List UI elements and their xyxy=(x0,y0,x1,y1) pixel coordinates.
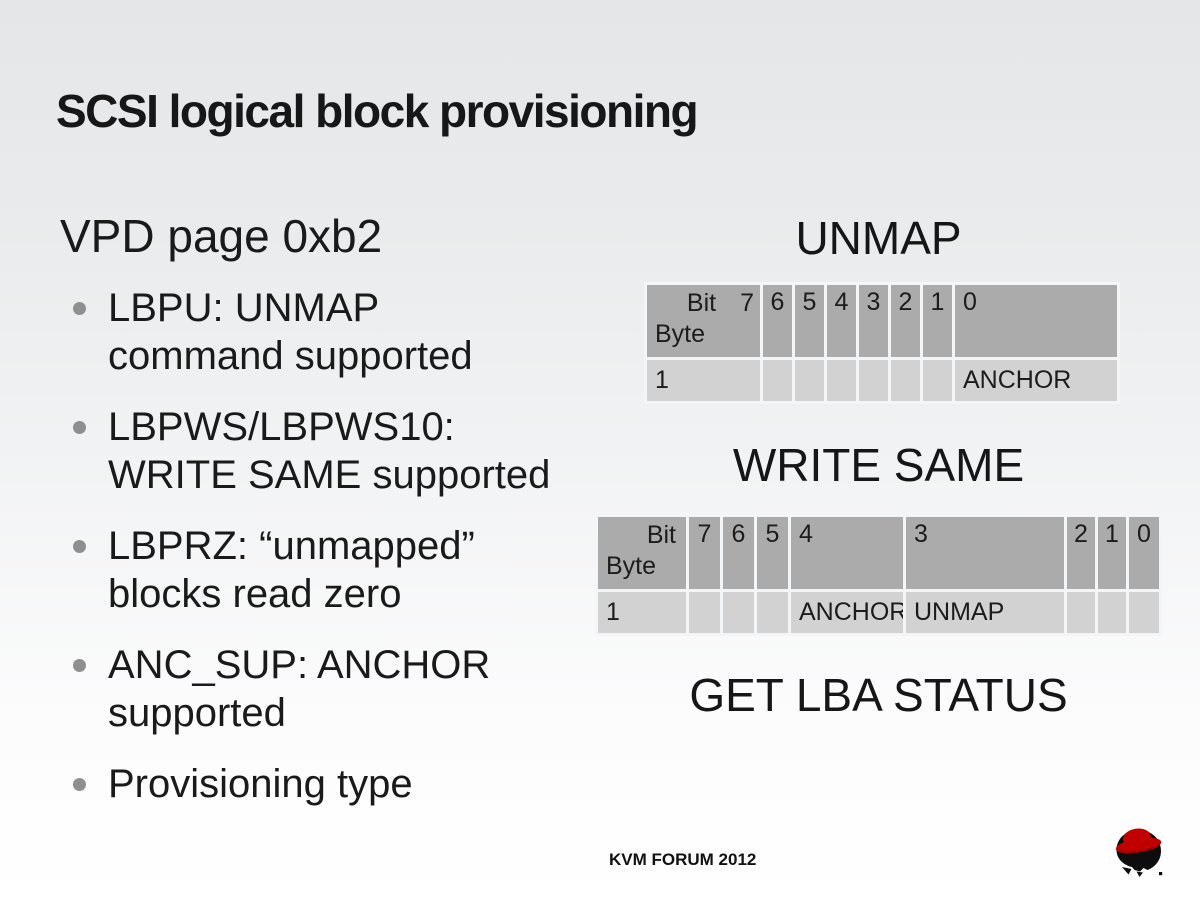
bit-header: 3 xyxy=(906,517,1064,589)
page-title: SCSI logical block provisioning xyxy=(56,85,699,137)
bit-header: 3 xyxy=(859,285,888,357)
bullet-line: LBPU: UNMAP xyxy=(108,286,380,330)
bullet-line: command supported xyxy=(108,334,473,378)
bit-cell xyxy=(689,592,720,633)
table-header-row: Bit Byte 7 6 5 4 3 2 1 0 xyxy=(598,517,1159,589)
bit-cell xyxy=(757,592,788,633)
bit-cell xyxy=(1098,592,1126,633)
bit-header: 6 xyxy=(763,285,792,357)
list-item-lbpu: LBPU: UNMAP command supported xyxy=(60,284,620,380)
write-same-heading: WRITE SAME xyxy=(732,439,1025,491)
bit-header: 4 xyxy=(791,517,903,589)
bit-header: 2 xyxy=(1067,517,1095,589)
bit-header: 1 xyxy=(1098,517,1126,589)
bit-header: 0 xyxy=(1129,517,1159,589)
unmap-heading: UNMAP xyxy=(795,212,962,264)
bit7-label: 7 xyxy=(740,289,754,317)
table-row: 1 ANCHOR xyxy=(647,360,1117,401)
bit-cell xyxy=(763,360,792,401)
bullet-line: ANC_SUP: ANCHOR xyxy=(108,643,491,687)
bit-byte-corner-cell: Bit Byte xyxy=(598,517,686,589)
footer-conference-label: KVM FORUM 2012 xyxy=(609,850,757,869)
vpd-page-heading: VPD page 0xb2 xyxy=(60,210,383,262)
table-row: 1 ANCHOR UNMAP xyxy=(598,592,1159,633)
list-item-anc-sup: ANC_SUP: ANCHOR supported xyxy=(60,641,620,737)
unmap-field-cell: UNMAP xyxy=(906,592,1064,633)
bit-cell xyxy=(1067,592,1095,633)
anchor-field-cell: ANCHOR xyxy=(955,360,1117,401)
write-same-bit-table: Bit Byte 7 6 5 4 3 2 1 0 1 ANCHOR UNMAP xyxy=(595,514,1162,636)
bit-header: 2 xyxy=(891,285,920,357)
redhat-shadowman-logo-icon xyxy=(1115,828,1163,877)
bit-header: 6 xyxy=(723,517,754,589)
byte-label: Byte xyxy=(606,552,657,580)
byte-number-cell: 1 xyxy=(598,592,686,633)
byte-label: Byte xyxy=(655,320,706,348)
bit-header: 1 xyxy=(923,285,952,357)
bit-header: 7 xyxy=(689,517,720,589)
list-item-lbpws: LBPWS/LBPWS10: WRITE SAME supported xyxy=(60,403,620,499)
bullet-icon xyxy=(73,659,86,672)
anchor-field-cell: ANCHOR xyxy=(791,592,903,633)
bullet-icon xyxy=(73,540,86,553)
bullet-line: LBPWS/LBPWS10: xyxy=(108,405,455,449)
byte-number-cell: 1 xyxy=(647,360,760,401)
list-item-lbprz: LBPRZ: “unmapped” blocks read zero xyxy=(60,522,620,618)
unmap-bit-table: Bit 7 Byte 6 5 4 3 2 1 0 1 xyxy=(644,282,1120,404)
get-lba-status-heading: GET LBA STATUS xyxy=(689,669,1068,721)
bit-cell xyxy=(859,360,888,401)
right-column: UNMAP Bit 7 Byte 6 5 4 3 2 1 xyxy=(595,0,1162,900)
bullet-line: Provisioning type xyxy=(108,762,413,806)
bit-header: 0 xyxy=(955,285,1117,357)
bit-label: Bit xyxy=(686,289,717,317)
bullet-list: LBPU: UNMAP command supported LBPWS/LBPW… xyxy=(60,284,620,831)
list-item-provisioning-type: Provisioning type xyxy=(60,760,620,808)
bullet-line: blocks read zero xyxy=(108,572,402,616)
bit-cell xyxy=(1129,592,1159,633)
bullet-icon xyxy=(73,421,86,434)
bullet-line: supported xyxy=(108,691,286,735)
bit-header: 4 xyxy=(827,285,856,357)
bit-header: 5 xyxy=(757,517,788,589)
bullet-icon xyxy=(73,302,86,315)
bit-cell xyxy=(891,360,920,401)
bullet-line: WRITE SAME supported xyxy=(108,453,551,497)
table-header-row: Bit 7 Byte 6 5 4 3 2 1 0 xyxy=(647,285,1117,357)
bit-cell xyxy=(723,592,754,633)
bullet-icon xyxy=(73,778,86,791)
bit-cell xyxy=(827,360,856,401)
bit-byte-corner-cell: Bit 7 Byte xyxy=(647,285,760,357)
bit-header: 5 xyxy=(795,285,824,357)
bit-label: Bit xyxy=(646,521,676,549)
bullet-line: LBPRZ: “unmapped” xyxy=(108,524,475,568)
bit-cell xyxy=(923,360,952,401)
bit-cell xyxy=(795,360,824,401)
